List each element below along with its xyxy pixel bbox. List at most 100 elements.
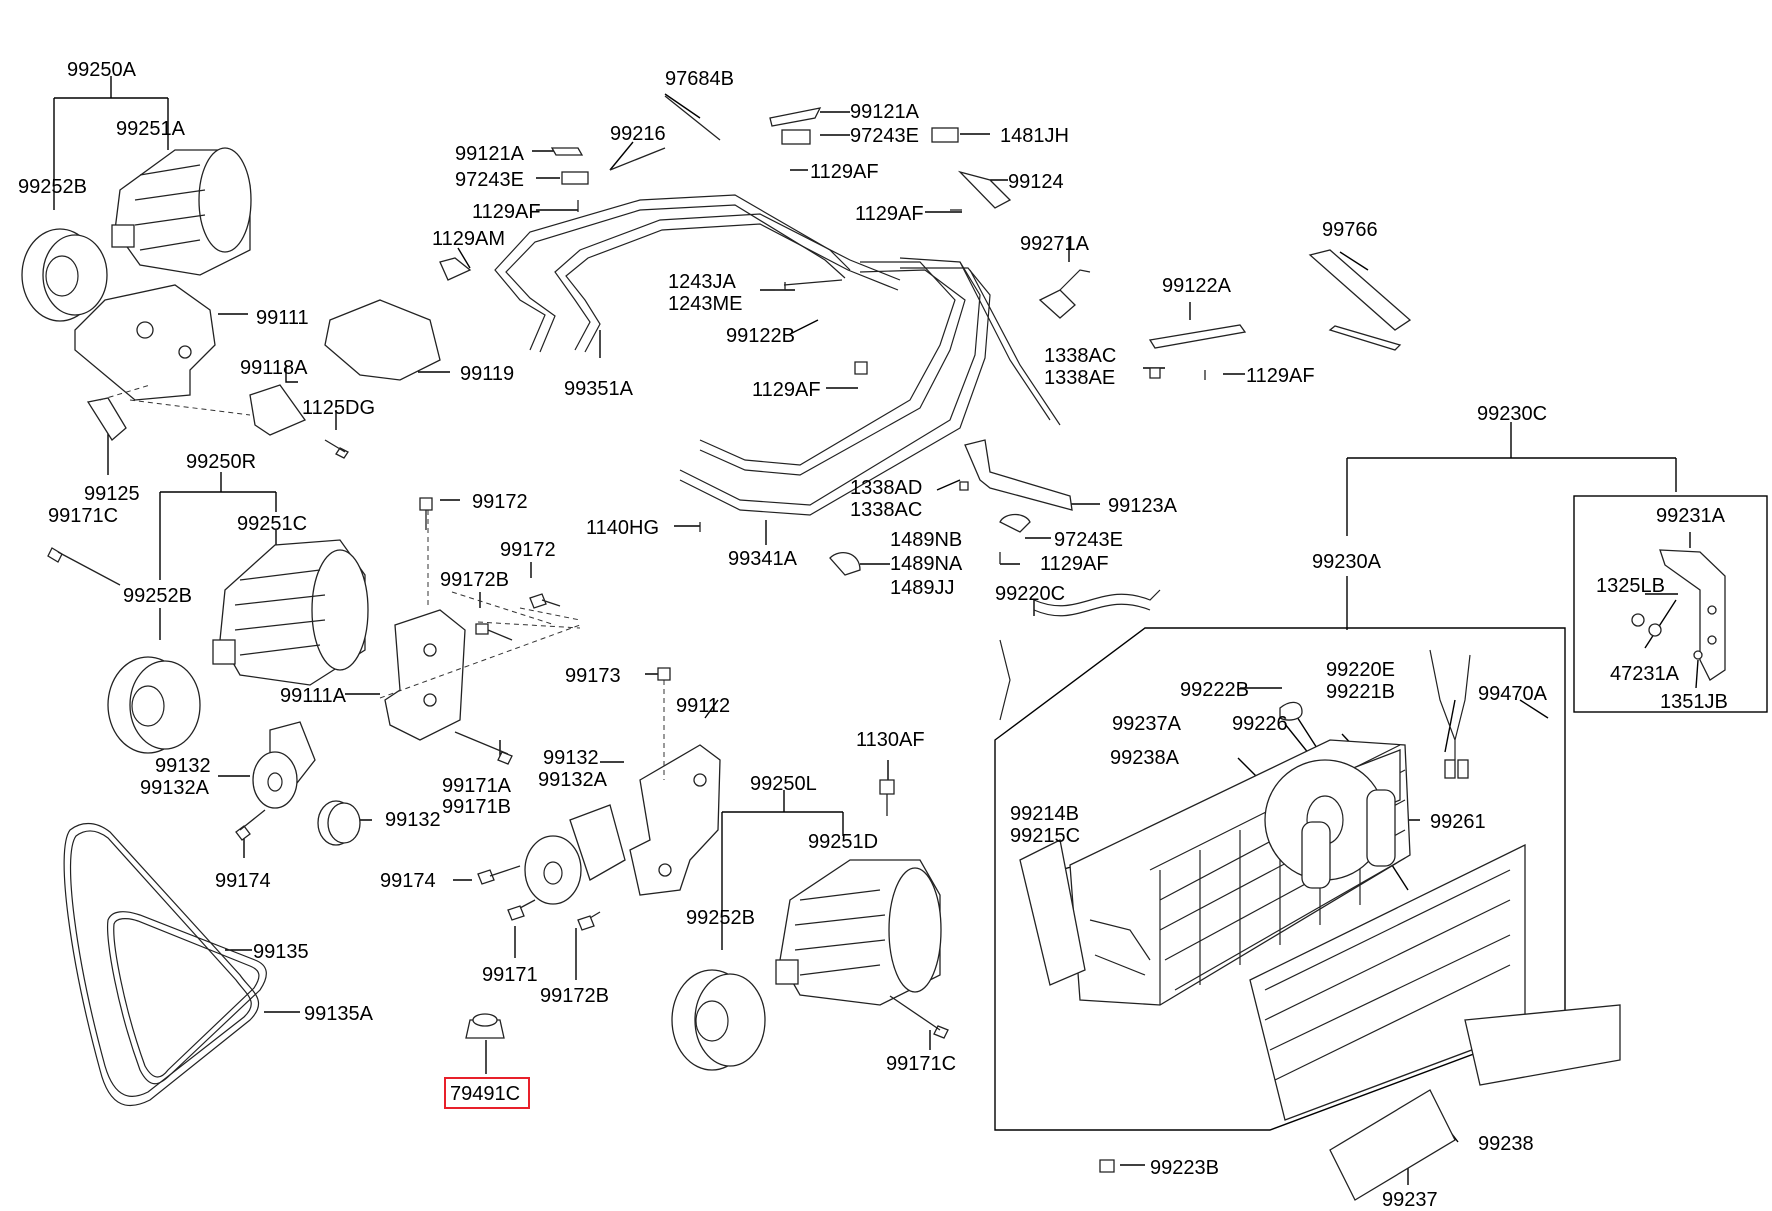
label-1338ac[interactable]: 1338AC <box>1044 345 1116 367</box>
label-99132[interactable]: 99132 <box>385 809 441 831</box>
label-99122b[interactable]: 99122B <box>726 325 795 347</box>
label-97243e[interactable]: 97243E <box>1054 529 1123 551</box>
label-99135[interactable]: 99135 <box>253 941 309 963</box>
label-99172[interactable]: 99172 <box>500 539 556 561</box>
label-99221b[interactable]: 99221B <box>1326 681 1395 703</box>
label-99230a[interactable]: 99230A <box>1312 551 1382 573</box>
label-99118a[interactable]: 99118A <box>240 357 308 379</box>
label-99237[interactable]: 99237 <box>1382 1189 1438 1211</box>
label-1129am[interactable]: 1129AM <box>432 228 505 250</box>
label-99215c[interactable]: 99215C <box>1010 825 1080 847</box>
label-99214b[interactable]: 99214B <box>1010 803 1079 825</box>
label-99132a[interactable]: 99132A <box>140 777 210 799</box>
bolt-1325lb-part <box>1631 613 1645 627</box>
label-99230c[interactable]: 99230C <box>1477 403 1547 425</box>
label-99220e[interactable]: 99220E <box>1326 659 1395 681</box>
label-99237a[interactable]: 99237A <box>1112 713 1182 735</box>
label-1351jb[interactable]: 1351JB <box>1660 691 1728 713</box>
label-99119[interactable]: 99119 <box>460 363 514 385</box>
label-99250l[interactable]: 99250L <box>750 773 817 795</box>
label-99470a[interactable]: 99470A <box>1478 683 1548 705</box>
label-99171b[interactable]: 99171B <box>442 796 511 818</box>
label-1325lb[interactable]: 1325LB <box>1596 575 1665 597</box>
label-99132[interactable]: 99132 <box>543 747 599 769</box>
label-1489nb[interactable]: 1489NB <box>890 529 962 551</box>
label-97243e[interactable]: 97243E <box>455 169 524 191</box>
label-1129af[interactable]: 1129AF <box>855 203 924 225</box>
label-99174[interactable]: 99174 <box>380 870 436 892</box>
bracket-99124-part <box>957 170 1012 209</box>
label-1129af[interactable]: 1129AF <box>1040 553 1109 575</box>
label-99252b[interactable]: 99252B <box>123 585 192 607</box>
label-99250r[interactable]: 99250R <box>186 451 256 473</box>
label-99122a[interactable]: 99122A <box>1162 275 1232 297</box>
label-99132a[interactable]: 99132A <box>538 769 608 791</box>
label-99238a[interactable]: 99238A <box>1110 747 1180 769</box>
label-99252b[interactable]: 99252B <box>18 176 87 198</box>
label-1481jh[interactable]: 1481JH <box>1000 125 1069 147</box>
label-99172[interactable]: 99172 <box>472 491 528 513</box>
label-1129af[interactable]: 1129AF <box>1246 365 1315 387</box>
label-1338ae[interactable]: 1338AE <box>1044 367 1115 389</box>
label-99231a[interactable]: 99231A <box>1656 505 1726 527</box>
label-47231a[interactable]: 47231A <box>1610 663 1680 685</box>
nut-47231a-part <box>1648 623 1662 637</box>
label-99135a[interactable]: 99135A <box>304 1003 374 1025</box>
label-99125[interactable]: 99125 <box>84 483 140 505</box>
label-99171c[interactable]: 99171C <box>886 1053 956 1075</box>
label-1243me[interactable]: 1243ME <box>668 293 743 315</box>
label-1129af[interactable]: 1129AF <box>810 161 879 183</box>
label-99123a[interactable]: 99123A <box>1108 495 1178 517</box>
label-1130af[interactable]: 1130AF <box>856 729 925 751</box>
label-99132[interactable]: 99132 <box>155 755 211 777</box>
label-1489na[interactable]: 1489NA <box>890 553 963 575</box>
label-99251c[interactable]: 99251C <box>237 513 307 535</box>
label-1338ad[interactable]: 1338AD <box>850 477 922 499</box>
label-99121a[interactable]: 99121A <box>850 101 920 123</box>
label-99766[interactable]: 99766 <box>1322 219 1378 241</box>
label-1129af[interactable]: 1129AF <box>752 379 821 401</box>
label-99171a[interactable]: 99171A <box>442 775 512 797</box>
label-99251d[interactable]: 99251D <box>808 831 878 853</box>
label-99271a[interactable]: 99271A <box>1020 233 1090 255</box>
label-1243ja[interactable]: 1243JA <box>668 271 736 293</box>
label-99121a[interactable]: 99121A <box>455 143 525 165</box>
label-99171[interactable]: 99171 <box>482 964 538 986</box>
label-99238[interactable]: 99238 <box>1478 1133 1534 1155</box>
label-99223b[interactable]: 99223B <box>1150 1157 1219 1179</box>
label-99351a[interactable]: 99351A <box>564 378 634 400</box>
label-1129af[interactable]: 1129AF <box>472 201 541 223</box>
bolt-99171c-part <box>47 547 121 586</box>
label-99222b[interactable]: 99222B <box>1180 679 1249 701</box>
label-99341a[interactable]: 99341A <box>728 548 798 570</box>
bracket-99122b-part <box>775 279 843 291</box>
label-97243e[interactable]: 97243E <box>850 125 919 147</box>
label-99251a[interactable]: 99251A <box>116 118 186 140</box>
label-1338ac[interactable]: 1338AC <box>850 499 922 521</box>
label-99216[interactable]: 99216 <box>610 123 666 145</box>
label-99124[interactable]: 99124 <box>1008 171 1064 193</box>
label-99261[interactable]: 99261 <box>1430 811 1486 833</box>
label-99252b[interactable]: 99252B <box>686 907 755 929</box>
label-99250a[interactable]: 99250A <box>67 59 137 81</box>
nut-1338ac-part <box>1149 367 1161 379</box>
label-99220c[interactable]: 99220C <box>995 583 1065 605</box>
label-99174[interactable]: 99174 <box>215 870 271 892</box>
label-99172b[interactable]: 99172B <box>440 569 509 591</box>
label-99111[interactable]: 99111 <box>256 307 309 329</box>
label-99173[interactable]: 99173 <box>565 665 621 687</box>
label-99172b[interactable]: 99172B <box>540 985 609 1007</box>
label-1125dg[interactable]: 1125DG <box>302 397 375 419</box>
label-1489jj[interactable]: 1489JJ <box>890 577 955 599</box>
label-99112[interactable]: 99112 <box>676 695 730 717</box>
condenser-99230a-part <box>1019 739 1411 1006</box>
label-1140hg[interactable]: 1140HG <box>586 517 659 539</box>
clamp-97243e-right-part <box>781 129 811 145</box>
part-labels: 99250A 99251A 99252B 99111 99118A 1125DG… <box>18 59 1728 1211</box>
label-97684b[interactable]: 97684B <box>665 68 734 90</box>
label-99226[interactable]: 99226 <box>1232 713 1288 735</box>
label-99171c[interactable]: 99171C <box>48 505 118 527</box>
bracket-99125-part <box>86 397 127 441</box>
label-99111a[interactable]: 99111A <box>280 685 347 707</box>
label-79491c[interactable]: 79491C <box>450 1083 520 1105</box>
